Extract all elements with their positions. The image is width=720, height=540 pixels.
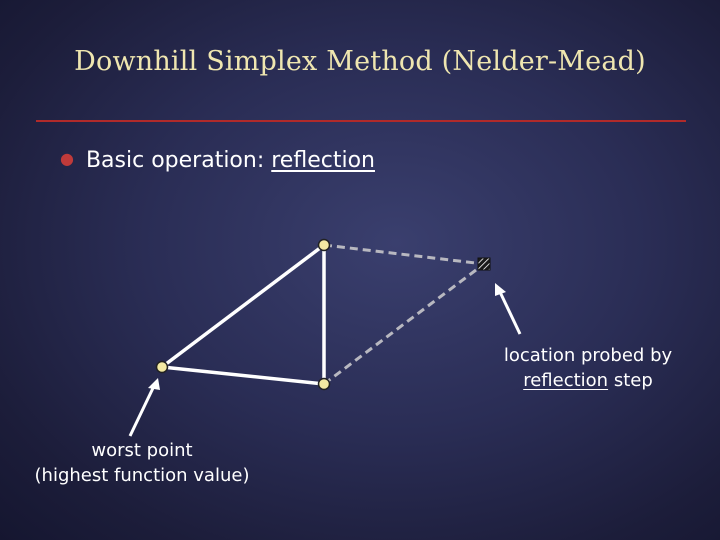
arrow-head-probed-icon: [495, 283, 506, 296]
dashed-edge-diagonal: [323, 262, 485, 386]
arrow-to-worst-point: [128, 385, 156, 437]
worst-label-line1: worst point: [91, 440, 193, 461]
title-divider: [36, 120, 686, 122]
slide-title: Downhill Simplex Method (Nelder-Mead): [74, 46, 646, 77]
arrow-head-worst-icon: [148, 378, 160, 390]
probed-label-line2: reflection step: [478, 368, 698, 393]
simplex-edge-bottom: [161, 365, 325, 386]
worst-point-label: worst point (highest function value): [12, 438, 272, 488]
probed-label-line1: location probed by: [503, 345, 673, 366]
worst-label-line2: (highest function value): [34, 465, 250, 486]
probed-label-keyword: reflection: [523, 370, 609, 391]
bullet-basic-operation: ● Basic operation: reflection: [60, 148, 375, 173]
vertex-worst-point: [155, 360, 169, 374]
vertex-top: [317, 238, 331, 252]
simplex-edge-left: [160, 243, 326, 369]
reflected-point-marker: [477, 257, 491, 271]
probed-label-rest: step: [608, 370, 653, 391]
bullet-keyword: reflection: [271, 148, 375, 173]
probed-location-label: location probed by reflection step: [478, 343, 698, 393]
vertex-bottom: [317, 377, 331, 391]
bullet-dot-icon: ●: [60, 149, 74, 168]
bullet-text: Basic operation:: [85, 148, 272, 173]
dashed-edge-top: [323, 243, 485, 266]
arrow-to-probed-point: [498, 291, 522, 335]
